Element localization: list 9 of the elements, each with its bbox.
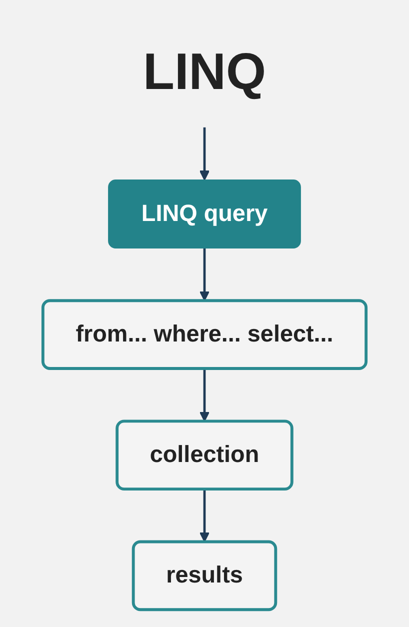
node-box: results [132, 540, 278, 612]
arrow [199, 127, 210, 181]
node-box: from... where... select... [41, 299, 368, 370]
arrow [199, 248, 210, 302]
arrow [199, 489, 210, 542]
node-text: LINQ [142, 43, 266, 100]
node-box: LINQ query [108, 179, 301, 249]
arrow [199, 368, 210, 422]
node-box: collection [116, 420, 294, 491]
